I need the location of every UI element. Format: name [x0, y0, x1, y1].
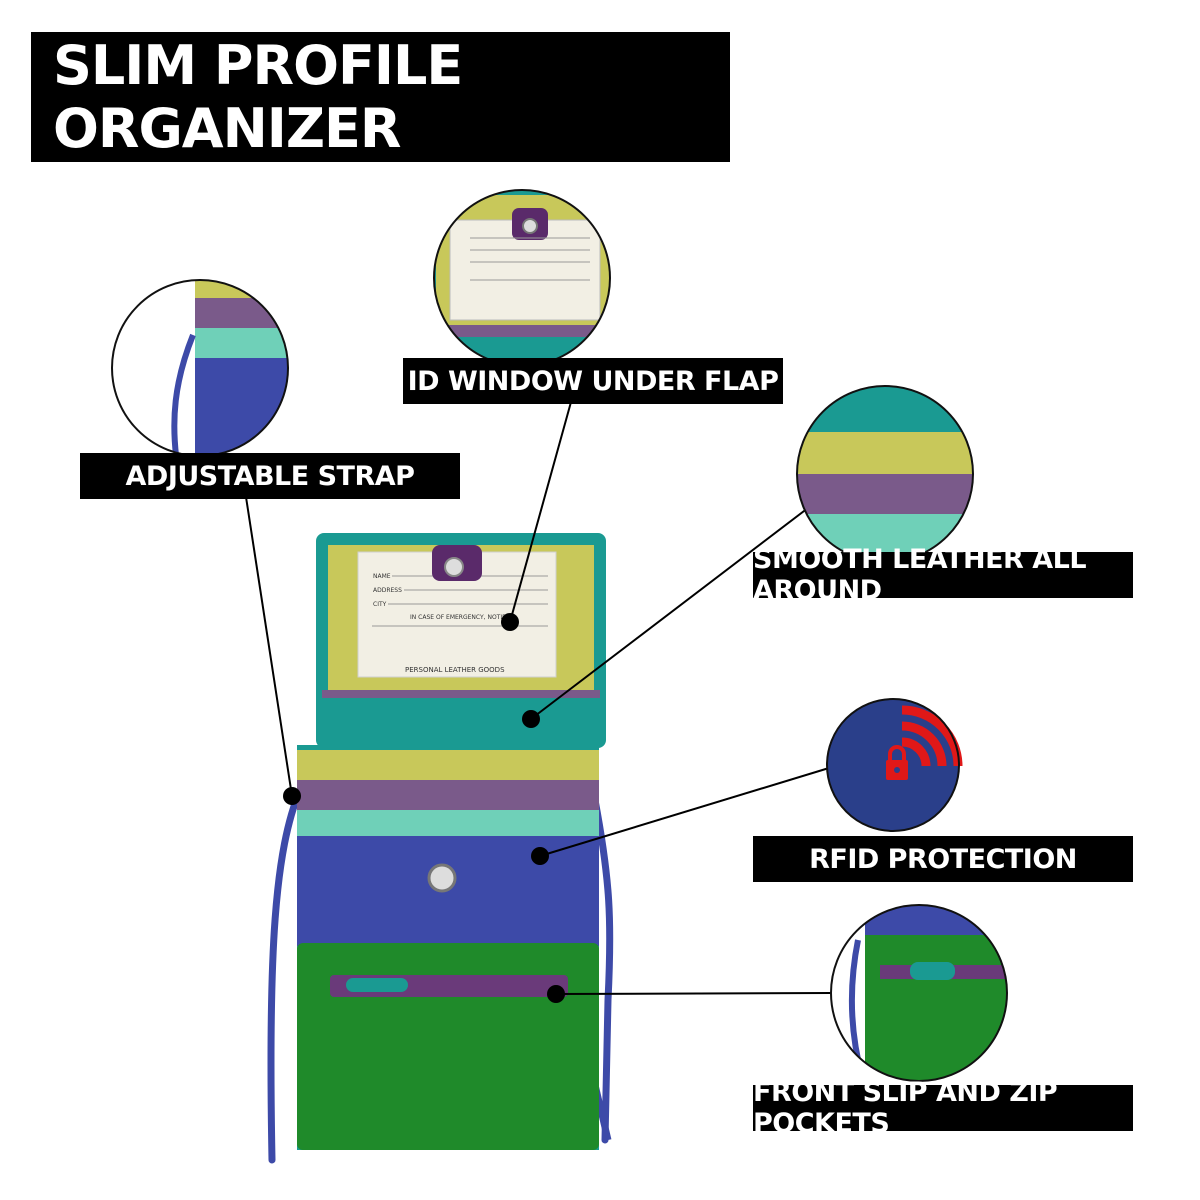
id-window-label: ID WINDOW UNDER FLAP: [403, 358, 783, 404]
id-card-city: CITY: [373, 601, 387, 608]
pointer-lines: [245, 401, 832, 995]
rfid-protection-label: RFID PROTECTION: [753, 836, 1133, 882]
pointer-dots: [283, 613, 565, 1003]
title-banner: SLIM PROFILE ORGANIZER: [31, 32, 730, 162]
strap-detail-circle: [111, 279, 289, 457]
id-window-detail-circle: [433, 189, 611, 367]
id-card-brand: PERSONAL LEATHER GOODS: [405, 666, 505, 674]
smooth-leather-label: SMOOTH LEATHER ALL AROUND: [753, 544, 1133, 606]
rfid-signal-icon: [901, 705, 963, 767]
adjustable-strap-label: ADJUSTABLE STRAP: [80, 453, 460, 499]
id-card-name: NAME: [373, 573, 391, 580]
rfid-lock-icon: [886, 745, 908, 780]
front-pockets-label: FRONT SLIP AND ZIP POCKETS: [753, 1077, 1133, 1139]
id-card-emergency: IN CASE OF EMERGENCY, NOTIFY: [410, 614, 510, 621]
rfid-detail-circle: [826, 698, 963, 832]
wallet: NAME ADDRESS CITY IN CASE OF EMERGENCY, …: [267, 533, 614, 1164]
pocket-detail-circle: [830, 904, 1008, 1082]
id-card-address: ADDRESS: [373, 587, 402, 594]
page-title: SLIM PROFILE ORGANIZER: [53, 34, 463, 160]
